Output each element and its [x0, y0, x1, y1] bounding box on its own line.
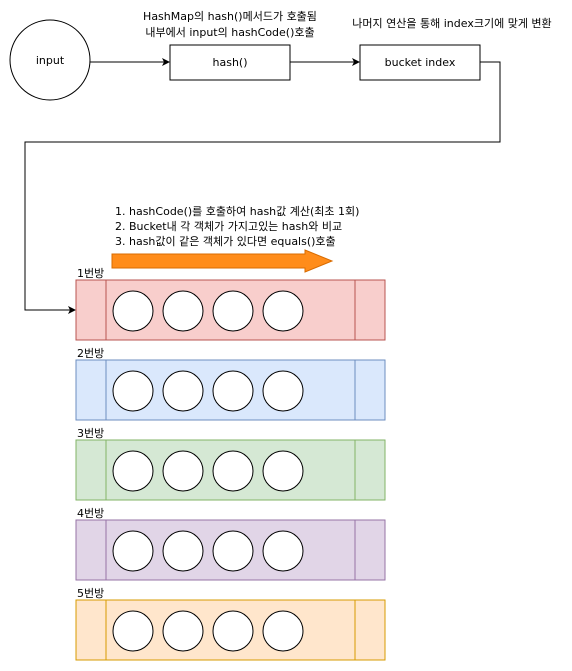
bucket-entry: [112, 530, 154, 572]
bucket-index-label: bucket index: [385, 56, 456, 69]
bucket-entry: [262, 370, 304, 412]
bucket-entry: [262, 450, 304, 492]
bucket-room-4: 4번방: [75, 507, 386, 581]
bucket-entry: [212, 610, 254, 652]
step-1: 1. hashCode()를 호출하여 hash값 계산(최초 1회): [115, 204, 359, 218]
input-node: [9, 19, 91, 101]
bucket-index-node: [359, 44, 481, 81]
bucket-room-2: 2번방: [75, 347, 386, 421]
bucket-entry: [112, 450, 154, 492]
bucket-entry: [212, 530, 254, 572]
hash-label: hash(): [213, 56, 248, 69]
hash-note-line2: 내부에서 input의 hashCode()호출: [145, 26, 314, 39]
bucket-entry: [162, 530, 204, 572]
bucket-label: 1번방: [77, 267, 104, 280]
hash-note-line1: HashMap의 hash()메서드가 호출됨: [143, 10, 317, 23]
step-2: 2. Bucket내 각 객체가 가지고있는 hash와 비교: [115, 220, 342, 233]
input-label: input: [36, 54, 65, 67]
bucket-label: 5번방: [77, 587, 104, 600]
bucket-entry: [212, 370, 254, 412]
bucket-room-3: 3번방: [75, 427, 386, 501]
bucket-note: 나머지 연산을 통해 index크기에 맞게 변환: [352, 16, 551, 30]
iteration-arrow: [111, 249, 334, 273]
bucket-entry: [162, 290, 204, 332]
bucket-label: 3번방: [77, 427, 104, 440]
bucket-entry: [212, 290, 254, 332]
bucket-label: 4번방: [77, 507, 104, 520]
bucket-entry: [212, 450, 254, 492]
connector-bucket-to-room1: [24, 61, 501, 314]
bucket-entry: [162, 450, 204, 492]
bucket-entry: [112, 610, 154, 652]
bucket-room-5: 5번방: [75, 587, 386, 661]
bucket-entry: [262, 290, 304, 332]
bucket-entry: [162, 610, 204, 652]
bucket-entry: [162, 370, 204, 412]
buckets-group: 1번방 2번방 3번방 4번방 5번방: [75, 267, 386, 661]
step-3: 3. hash값이 같은 객체가 있다면 equals()호출: [115, 235, 336, 248]
bucket-entry: [262, 530, 304, 572]
bucket-entry: [112, 290, 154, 332]
bucket-entry: [112, 370, 154, 412]
bucket-entry: [262, 610, 304, 652]
bucket-room-1: 1번방: [75, 267, 386, 341]
bucket-label: 2번방: [77, 347, 104, 360]
hash-node: [169, 44, 291, 81]
